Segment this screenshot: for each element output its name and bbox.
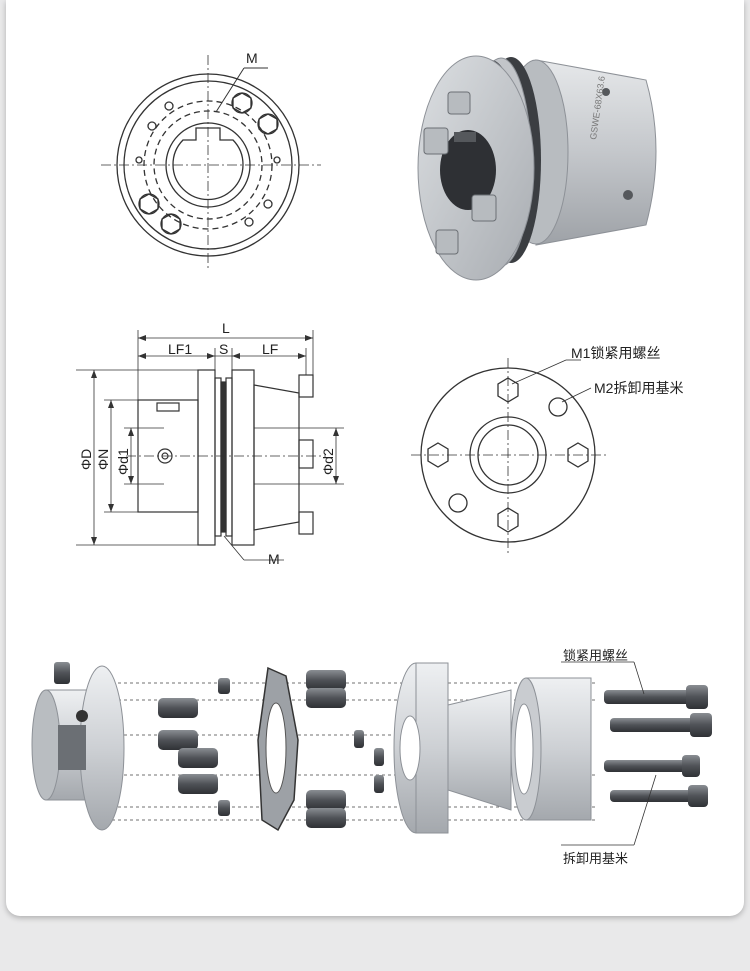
m1-label: M1锁紧用螺丝 xyxy=(571,345,661,361)
flange-face-drawing xyxy=(411,358,606,555)
front-view-drawing xyxy=(101,55,321,268)
dim-s-label: S xyxy=(219,341,229,357)
exploded-view xyxy=(31,661,712,846)
dim-lf1-label: LF1 xyxy=(168,341,193,357)
front-m-label: M xyxy=(246,50,258,66)
dim-l-label: L xyxy=(222,320,230,336)
drawing-card: M xyxy=(6,0,744,916)
side-view-drawing xyxy=(76,330,344,561)
side-m-label: M xyxy=(268,551,280,567)
removal-label: 拆卸用基米 xyxy=(563,851,629,866)
m2-label: M2拆卸用基米 xyxy=(594,380,684,396)
lock-screw-label: 锁紧用螺丝 xyxy=(563,648,629,663)
dim-lf-label: LF xyxy=(262,341,279,357)
